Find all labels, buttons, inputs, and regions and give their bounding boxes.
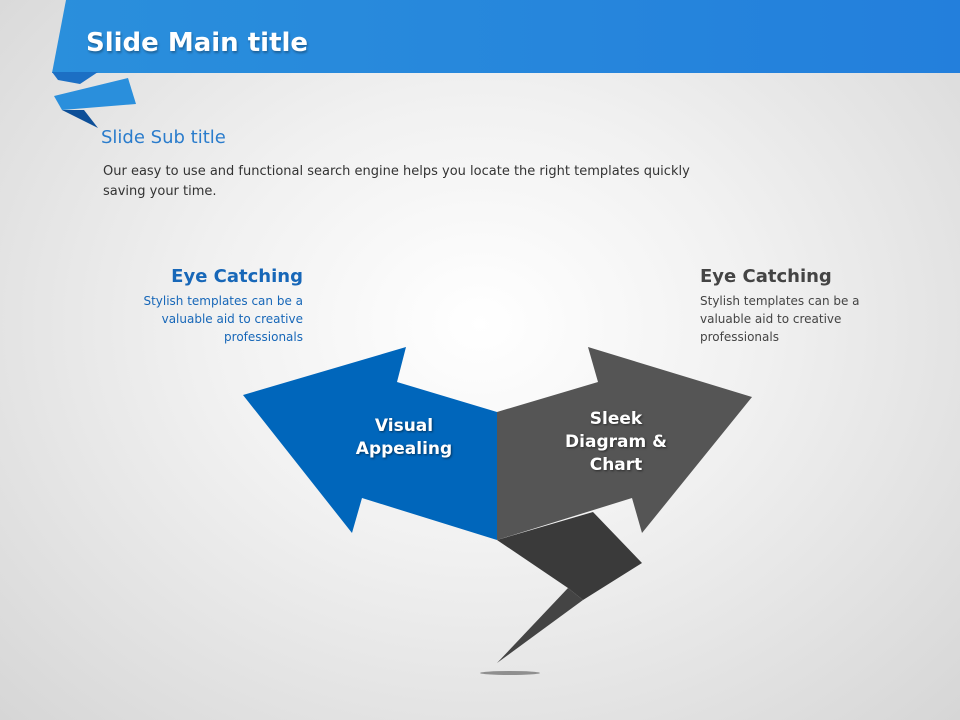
page-subtitle: Slide Sub title <box>101 127 226 148</box>
left-heading: Eye Catching <box>171 266 303 287</box>
description: Our easy to use and functional search en… <box>103 164 690 199</box>
right-arrow <box>497 347 752 540</box>
shadow <box>480 671 540 675</box>
right-body: Stylish templates can be a valuable aid … <box>700 294 860 344</box>
left-arrow <box>243 347 497 540</box>
ribbon-fold <box>52 72 98 84</box>
title-banner <box>52 0 960 73</box>
fold-tail <box>497 588 583 663</box>
ribbon-fold-front <box>54 78 136 110</box>
right-heading: Eye Catching <box>700 266 832 287</box>
left-body: Stylish templates can be a valuable aid … <box>143 294 303 344</box>
left-arrow-label: Visual Appealing <box>355 416 453 459</box>
fold-band <box>497 512 642 600</box>
page-title: Slide Main title <box>86 28 309 58</box>
right-arrow-label: Sleek Diagram & Chart <box>565 409 667 475</box>
ribbon-tail <box>62 110 98 128</box>
